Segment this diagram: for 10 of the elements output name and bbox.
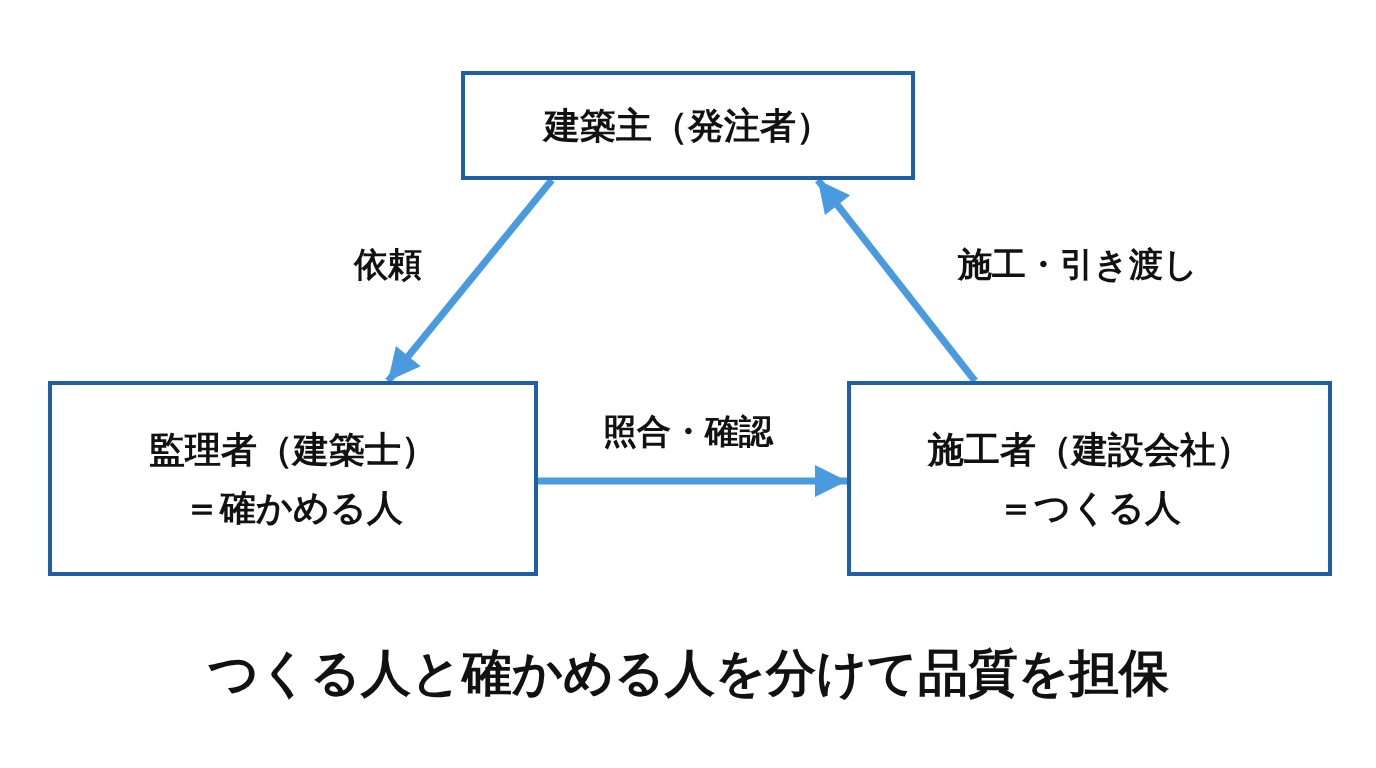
node-text: 監理者（建築士） [149,428,437,472]
caption: つくる人と確かめる人を分けて品質を担保 [207,644,1169,702]
node-text: 施工者（建設会社） [927,428,1252,472]
node-text: ＝確かめる人 [183,485,403,529]
role-box [48,381,538,576]
role-box [461,71,915,180]
arrow [538,465,847,498]
role-box [847,381,1332,576]
node-text: ＝つくる人 [998,485,1181,529]
node-text: 建築主（発注者） [544,103,832,148]
